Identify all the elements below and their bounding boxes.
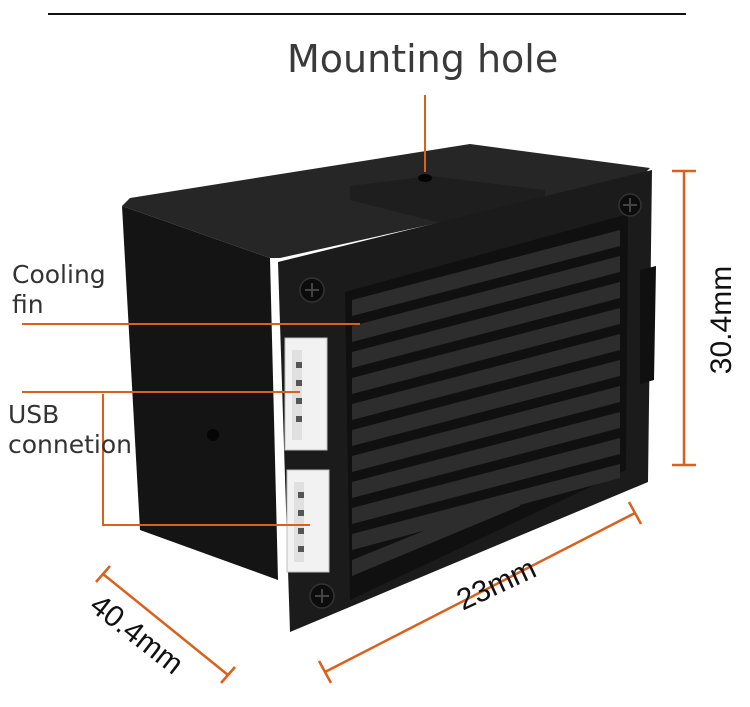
usb-label-line2: connetion — [8, 430, 132, 459]
mounting-hole-label: Mounting hole — [287, 37, 559, 81]
usb-connector-bottom — [286, 469, 330, 573]
screw-icon — [299, 277, 325, 303]
height-dimension-label: 30.4mm — [705, 265, 739, 375]
side-hole — [207, 429, 219, 441]
dimension-lines — [95, 169, 696, 684]
cooling-fins — [352, 230, 620, 576]
usb-connector-top — [284, 337, 328, 451]
screw-icon — [618, 193, 642, 217]
usb-label-line1: USB — [8, 400, 60, 429]
cooling-fin-label-line1: Cooling — [12, 260, 106, 289]
screw-icon — [309, 583, 335, 609]
side-bracket — [640, 266, 656, 384]
mounting-hole — [418, 174, 432, 182]
cooling-fin-label-line2: fin — [12, 290, 44, 319]
leader-lines — [22, 95, 426, 526]
